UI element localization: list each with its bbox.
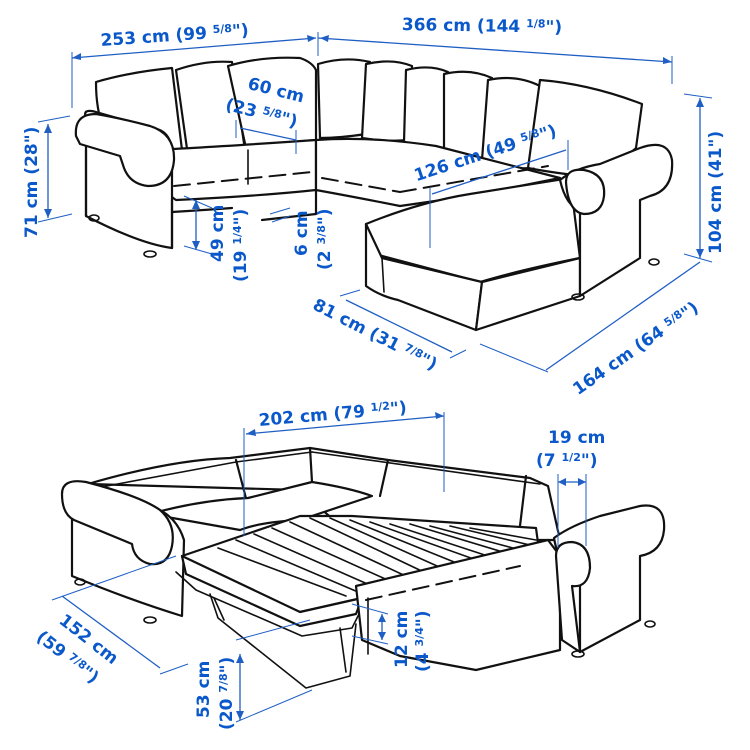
dim-label-mattress-thickness: 12 cm [392,610,412,668]
dim-label-leg-height-imperial: (2 3/8") [315,208,335,271]
dim-label-armrest-width-imperial: (7 1/2") [536,451,598,471]
dim-label-armrest-width: 19 cm [548,428,606,448]
dimension-lines [37,32,713,723]
bed-bottom-drawing [60,446,666,689]
dim-label-bed-height: 53 cm [194,660,214,718]
dimension-arrowheads [44,35,704,720]
dim-label-mattress-thickness-imperial: (4 3/4") [413,610,433,673]
dim-label-height: 71 cm (28") [22,126,42,238]
dim-label-leg-height: 6 cm [292,210,312,256]
dim-label-bed-height-imperial: (20 7/8") [217,656,237,730]
sofa-top-drawing [74,56,674,332]
dim-label-seat-height: 49 cm [208,204,228,262]
dim-label-width-right: 366 cm (144 1/8") [401,15,563,38]
dim-label-chaise-height: 104 cm (41") [706,130,726,254]
dim-label-seat-height-imperial: (19 1/4") [231,208,251,282]
